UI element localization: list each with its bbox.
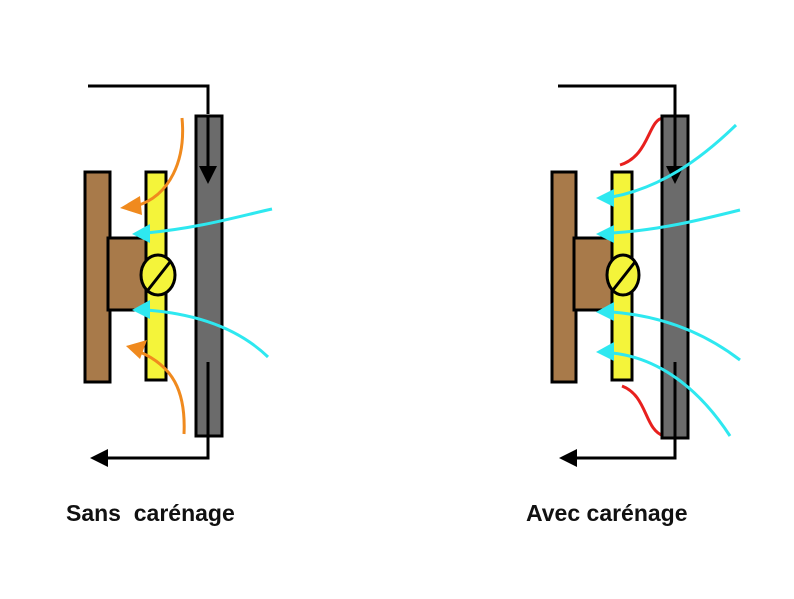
orange-flow-top [135,117,185,208]
fairing-top [619,116,665,167]
fairing-bottom [621,384,665,438]
right-caption: Avec carénage [526,500,688,526]
right-panel: Avec carénage [526,84,741,526]
left-caption: Sans carénage [66,500,235,526]
cyan-flow-4 [611,351,732,437]
frame-top-line [88,84,210,114]
orange-arrowhead-top [120,196,142,215]
back-plate [550,170,578,384]
boss-slot [611,261,637,291]
cyan-flow-upper [145,207,273,235]
cyan-arrowhead-1 [596,189,614,207]
cyan-flow-1 [611,123,738,199]
frame-top-line [558,84,677,116]
frame-return-arrowhead [559,449,577,467]
frame-return-arrowhead [90,449,108,467]
cyan-arrowhead-2 [596,225,614,243]
frame-bottom-line [574,436,677,460]
orange-flow-bottom [139,350,186,435]
back-plate [83,170,112,384]
cyan-flow-3 [611,310,741,362]
cyan-flow-2 [611,208,741,235]
cyan-arrowhead-upper [132,224,150,243]
rod-down-arrowhead [199,166,217,184]
boss-slot [146,261,172,291]
left-panel: Sans carénage [66,84,273,526]
cyan-arrowhead-3 [596,302,614,321]
cyan-arrowhead-lower [132,300,150,319]
cyan-flow-lower [145,308,270,359]
frame-bottom-line [104,436,210,460]
cyan-arrowhead-4 [596,342,614,361]
orange-arrowhead-bottom [126,340,147,359]
